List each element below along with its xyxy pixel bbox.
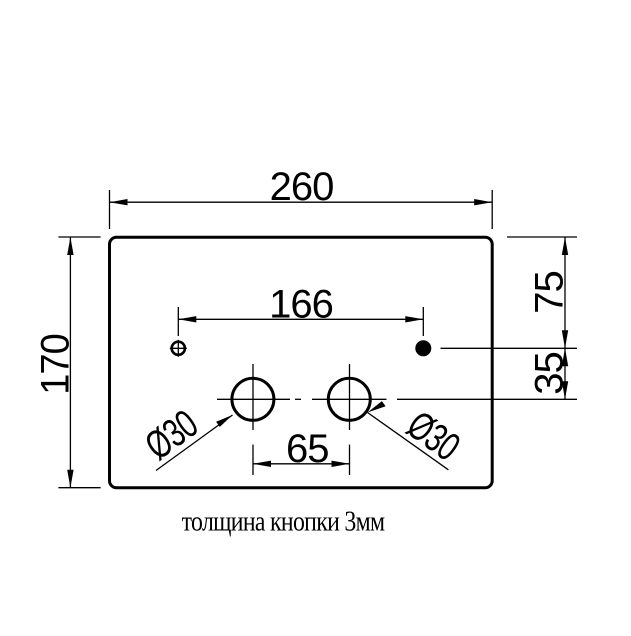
svg-text:166: 166 xyxy=(269,283,333,327)
svg-text:75: 75 xyxy=(528,271,572,314)
svg-text:65: 65 xyxy=(286,427,329,471)
svg-text:170: 170 xyxy=(34,334,78,395)
svg-text:260: 260 xyxy=(270,165,334,209)
svg-text:толщина кнопки 3мм: толщина кнопки 3мм xyxy=(182,506,385,537)
svg-text:35: 35 xyxy=(528,352,572,395)
